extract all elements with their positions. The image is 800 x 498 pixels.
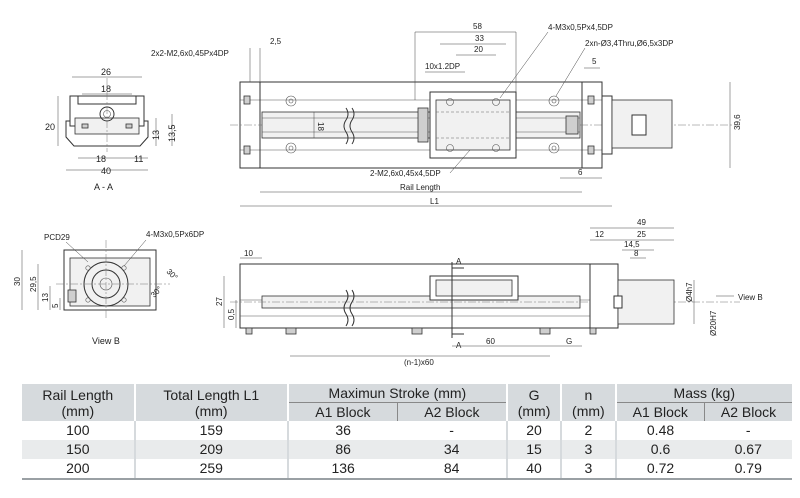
dim-6: 6 [578, 168, 583, 177]
col-stroke-a2: A2 Block [396, 402, 507, 421]
cell-mass-a1: 0.48 [614, 421, 705, 440]
cell-total: 259 [133, 459, 288, 480]
dim-4h7: Ø4h7 [685, 282, 694, 302]
dim-39-6: 39,6 [733, 114, 742, 130]
dim-5: 5 [592, 57, 597, 66]
cell-g: 40 [505, 459, 562, 480]
cell-mass-a2: - [704, 421, 792, 440]
dim-13-5: 13,5 [167, 124, 177, 142]
dim-40: 40 [101, 166, 111, 176]
dim-30: 30 [13, 277, 22, 286]
cell-mass-a1: 0.72 [614, 459, 705, 480]
col-mass-a2: A2 Block [704, 402, 792, 421]
callout-2x2-m2: 2x2-M2,6x0,45Px4DP [151, 49, 229, 58]
cell-stroke-a1: 36 [286, 421, 398, 440]
dim-0-5: 0,5 [227, 308, 236, 320]
view-b: PCD29 4-M3x0,5Px6DP 30° 30° 30 29,5 13 5… [13, 230, 204, 346]
dim-11: 11 [134, 154, 143, 164]
dim-13-view-b: 13 [41, 293, 50, 302]
dim-18-bottom: 18 [96, 154, 106, 164]
section-marker-a-top: A [456, 257, 462, 266]
cell-stroke-a1: 136 [286, 459, 398, 480]
col-mass-a1: A1 Block [614, 402, 705, 421]
cell-total: 159 [133, 421, 288, 440]
l1-label: L1 [430, 197, 439, 206]
technical-drawing: 26 18 20 13 13,5 18 11 40 A - A [13, 22, 763, 367]
dim-25: 25 [637, 230, 646, 239]
dim-13: 13 [151, 130, 161, 140]
cell-rail: 200 [22, 459, 135, 480]
pitch-label: (n-1)x60 [404, 358, 434, 367]
callout-2xn-thru: 2xn-Ø3,4Thru,Ø6,5x3DP [585, 39, 673, 48]
cell-total: 209 [133, 440, 288, 459]
col-g: G (mm) [505, 384, 562, 421]
callout-10x1-2dp: 10x1.2DP [425, 62, 460, 71]
cell-stroke-a2: 34 [397, 440, 507, 459]
col-stroke-a1: A1 Block [286, 402, 398, 421]
angle-30-top: 30° [165, 267, 180, 282]
cell-stroke-a2: - [397, 421, 507, 440]
table-row: 100 159 36 - 20 2 0.48 - [22, 421, 792, 440]
dim-5-view-b: 5 [51, 303, 60, 308]
dim-58: 58 [473, 22, 482, 31]
callout-2-m2-45dp: 2-M2,6x0,45x4,5DP [370, 169, 441, 178]
section-aa-label: A - A [94, 182, 113, 192]
view-b-title: View B [92, 336, 120, 346]
table-row: 200 259 136 84 40 3 0.72 0.79 [22, 459, 792, 480]
cell-n: 3 [560, 440, 616, 459]
dim-20-top: 20 [474, 45, 483, 54]
dim-20h7: Ø20H7 [709, 310, 718, 336]
rail-length-label: Rail Length [400, 183, 440, 192]
cell-stroke-a1: 86 [286, 440, 398, 459]
dim-26: 26 [101, 67, 111, 77]
col-max-stroke: Maximun Stroke (mm) [286, 384, 507, 403]
col-total-length: Total Length L1 (mm) [133, 384, 288, 421]
table-row: 150 209 86 34 15 3 0.6 0.67 [22, 440, 792, 459]
dim-33: 33 [475, 34, 484, 43]
dim-29-5: 29,5 [29, 276, 38, 292]
side-view: A A 10 27 0,5 49 12 25 14,5 8 Ø4h7 Ø20H7… [215, 218, 763, 367]
cell-mass-a1: 0.6 [614, 440, 705, 459]
dim-10: 10 [244, 249, 253, 258]
dim-18-top: 18 [101, 84, 111, 94]
cell-mass-a2: 0.67 [704, 440, 792, 459]
col-n: n (mm) [560, 384, 616, 421]
section-aa-view: 26 18 20 13 13,5 18 11 40 A - A [45, 67, 177, 192]
dim-2-5: 2,5 [270, 37, 282, 46]
dim-20: 20 [45, 122, 55, 132]
section-marker-a-bottom: A [456, 341, 462, 350]
cell-n: 2 [560, 421, 616, 440]
dim-18-slot: 18 [316, 122, 325, 131]
spec-table: Rail Length (mm) Total Length L1 (mm) Ma… [22, 384, 792, 480]
col-rail-length: Rail Length (mm) [22, 384, 135, 421]
view-b-arrow-label: View B [738, 293, 763, 302]
cell-g: 20 [505, 421, 562, 440]
dim-27: 27 [215, 297, 224, 306]
cell-mass-a2: 0.79 [704, 459, 792, 480]
cell-stroke-a2: 84 [397, 459, 507, 480]
callout-4-m3-6dp: 4-M3x0,5Px6DP [146, 230, 204, 239]
dim-g: G [566, 337, 572, 346]
dim-12: 12 [595, 230, 604, 239]
callout-4-m3-45dp: 4-M3x0,5Px4,5DP [548, 23, 613, 32]
cell-g: 15 [505, 440, 562, 459]
dim-49: 49 [637, 218, 646, 227]
cell-n: 3 [560, 459, 616, 480]
cell-rail: 150 [22, 440, 135, 459]
col-mass: Mass (kg) [614, 384, 792, 403]
dim-60: 60 [486, 337, 495, 346]
cell-rail: 100 [22, 421, 135, 440]
pcd29-label: PCD29 [44, 233, 70, 242]
dim-14-5: 14,5 [624, 240, 640, 249]
dim-8: 8 [634, 249, 639, 258]
top-view: 2,5 2x2-M2,6x0,45Px4DP 58 33 20 10x1.2DP… [151, 22, 742, 207]
